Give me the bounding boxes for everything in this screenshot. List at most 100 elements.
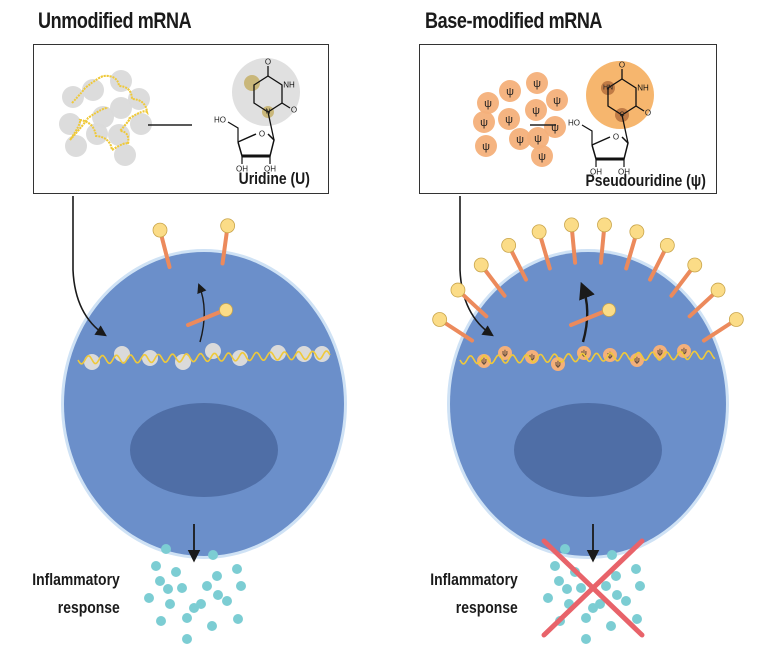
nucleoside-bead	[477, 92, 499, 114]
surface-receptor-head	[597, 217, 612, 233]
cytokine-dot	[202, 581, 212, 591]
cytokine-dot	[632, 614, 642, 624]
surface-receptor-head	[473, 257, 489, 273]
cytokine-dot	[576, 583, 586, 593]
c5-highlight	[244, 75, 260, 91]
psi-symbol: ψ	[553, 95, 561, 107]
cytokine-dot	[222, 596, 232, 606]
psi-symbol: ψ	[607, 351, 613, 360]
psi-symbol: ψ	[634, 356, 640, 365]
surface-receptor-head	[220, 218, 236, 234]
surface-receptor-head	[501, 237, 517, 253]
psi-symbol: ψ	[657, 348, 663, 357]
mrna-coil-left	[59, 70, 152, 166]
molecule-label-uridine: Uridine (U)	[238, 169, 310, 188]
response-label-line1: Inflammatory	[430, 570, 518, 589]
nucleoside-bead	[86, 123, 108, 145]
mrna-strand-coil	[69, 74, 149, 152]
nucleoside-bead	[142, 350, 158, 366]
nucleoside-bead	[82, 79, 104, 101]
cytokine-dot	[554, 576, 564, 586]
nucleoside-bead	[65, 135, 87, 157]
response-label-line2: response	[58, 598, 120, 617]
psi-symbol: ψ	[480, 117, 488, 129]
surface-receptor-head	[687, 257, 703, 273]
cytokine-dot	[182, 634, 192, 644]
nucleoside-bead	[473, 111, 495, 133]
inset-box-modified: Pseudouridine (ψ)	[419, 44, 717, 194]
molecule-label-pseudouridine: Pseudouridine (ψ)	[585, 171, 706, 190]
molecule-structure-left: ONHONOHOOHOH	[214, 58, 300, 174]
atom-o: O	[613, 133, 619, 142]
psi-symbol: ψ	[502, 349, 508, 358]
atom-oh: OH	[590, 168, 602, 177]
cytokine-dot	[232, 564, 242, 574]
glycosidic-bond	[267, 111, 275, 141]
nucleoside-bead	[59, 113, 81, 135]
glycosidic-bond	[621, 114, 629, 144]
psi-symbol: ψ	[551, 122, 559, 134]
ribose-ring	[237, 133, 275, 157]
cytokine-dot	[562, 584, 572, 594]
nucleoside-bead	[114, 144, 136, 166]
surface-receptor-head	[710, 282, 726, 298]
nucleoside-bead	[232, 350, 248, 366]
receptor-stem	[569, 310, 605, 327]
inflammatory-response-label-left: Inflammatory response	[32, 566, 120, 622]
surface-receptor-head	[531, 224, 547, 240]
nucleoside-bead	[526, 72, 548, 94]
nucleoside-bead	[509, 128, 531, 150]
cytokine-dot	[233, 614, 243, 624]
carbonyl-bond	[281, 102, 291, 109]
nucleoside-bead	[114, 346, 130, 362]
cytokine-dot	[144, 593, 154, 603]
atom-oh: OH	[618, 168, 630, 177]
psi-symbol: ψ	[538, 151, 546, 163]
psi-symbol: ψ	[533, 78, 541, 90]
cytokine-dot	[177, 583, 187, 593]
cytokine-dot	[560, 544, 570, 554]
cytokine-dot	[213, 590, 223, 600]
cytokine-dot	[543, 593, 553, 603]
nucleoside-bead	[475, 135, 497, 157]
cytokine-dot	[163, 584, 173, 594]
nucleoside-bead	[527, 127, 549, 149]
cytokine-dot	[631, 564, 641, 574]
nucleoside-bead	[314, 346, 330, 362]
panel-right: ψψψψψψψψψψψψONHOHNCOHOOHOHψψψψψψψψψ	[69, 61, 744, 644]
psi-symbol: ψ	[506, 86, 514, 98]
psi-symbol: ψ	[505, 114, 513, 126]
surface-receptor-head	[629, 224, 645, 240]
nucleoside-bead	[205, 343, 221, 359]
uptake-arrow	[459, 196, 494, 337]
atom-o: O	[291, 106, 297, 115]
cytokine-dot	[236, 581, 246, 591]
response-label-line1: Inflammatory	[32, 570, 120, 589]
nucleoside-bead	[498, 346, 512, 360]
cell-nucleus	[514, 403, 662, 497]
cytokine-dot	[196, 599, 206, 609]
cytokine-dot	[606, 621, 616, 631]
inflammatory-response-label-right: Inflammatory response	[430, 566, 518, 622]
surface-receptor-head	[152, 222, 168, 238]
atom-oh: OH	[236, 165, 248, 174]
psi-symbol: ψ	[534, 133, 542, 145]
surface-receptor-head	[728, 312, 744, 327]
atom-hn: HN	[603, 85, 613, 92]
atom-o: O	[265, 58, 271, 67]
cell-nucleus	[130, 403, 278, 497]
nucleoside-bead	[525, 99, 547, 121]
psi-symbol: ψ	[481, 357, 487, 366]
psi-symbol: ψ	[529, 353, 535, 362]
response-label-line2: response	[456, 598, 518, 617]
cytokine-dot	[581, 634, 591, 644]
cytokine-dot	[581, 613, 591, 623]
nucleoside-bead	[630, 353, 644, 367]
surface-receptor-head	[564, 217, 579, 233]
surface-receptor-head	[659, 237, 675, 253]
ribose-ring	[591, 136, 629, 160]
atom-nh: NH	[283, 81, 295, 90]
panel-left: ONHONOHOOHOH	[59, 58, 347, 644]
psi-symbol: ψ	[681, 347, 687, 356]
